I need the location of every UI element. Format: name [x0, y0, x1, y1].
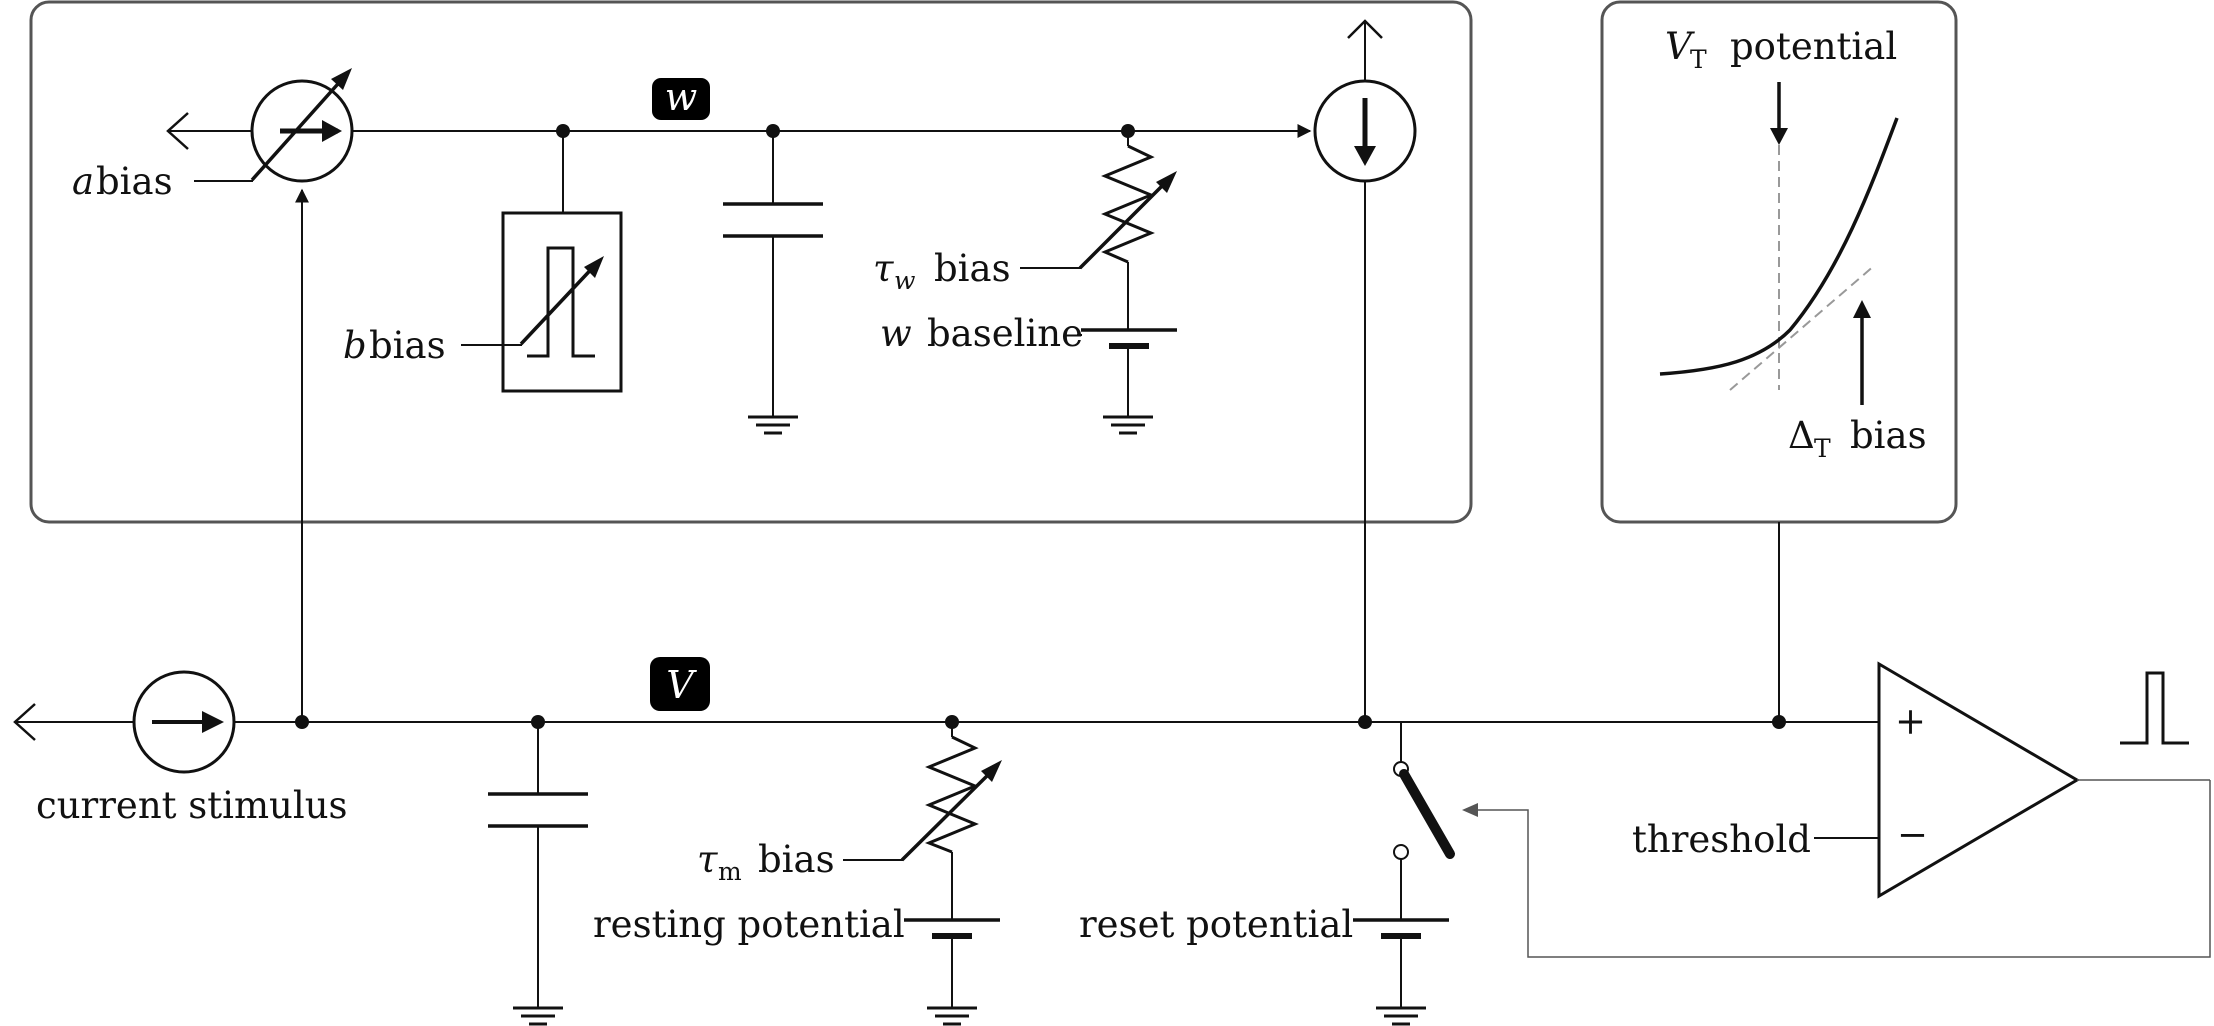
- vt-sub: T: [1690, 45, 1707, 74]
- exponential-curve-plot: [1659, 82, 1899, 405]
- v-node-wire: [13, 703, 1879, 741]
- comparator-plus-sign: +: [1895, 700, 1926, 743]
- reset-switch: [1393, 722, 1455, 920]
- resting-ground-icon: [927, 1006, 977, 1026]
- tau-w-bias-label: bias: [934, 247, 1011, 290]
- b-bias-element: [461, 131, 623, 393]
- threshold-comparator: [1462, 661, 2211, 958]
- delta-t-bias-label: bias: [1850, 414, 1927, 457]
- resting-potential-battery: [904, 918, 1000, 1008]
- w-node-tag: w: [652, 75, 710, 120]
- w-current-sink: [1313, 19, 1417, 722]
- w-junction-dots: [556, 124, 1135, 138]
- a-bias-label: bias: [96, 160, 173, 203]
- w-baseline-battery: [1077, 328, 1177, 417]
- tau-w-var: τ: [873, 247, 894, 290]
- w-baseline-var: w: [880, 312, 912, 355]
- output-spike-icon: [2120, 671, 2189, 745]
- vt-var: V: [1665, 25, 1695, 68]
- vt-potential-label: potential: [1730, 25, 1897, 68]
- reset-ground-icon: [1376, 1006, 1426, 1026]
- v-node-label: V: [666, 663, 697, 707]
- reset-potential-battery: [1353, 918, 1449, 1008]
- threshold-label: threshold: [1632, 818, 1811, 861]
- v-node-tag: V: [650, 657, 710, 711]
- reset-potential-label: reset potential: [1079, 903, 1353, 946]
- comparator-minus-sign: −: [1897, 813, 1928, 856]
- w-capacitor-ground-icon: [748, 415, 798, 435]
- w-node-label: w: [665, 75, 698, 119]
- tau-m-resistor: [843, 722, 1002, 920]
- w-baseline-ground-icon: [1103, 415, 1153, 435]
- membrane-capacitor: [488, 722, 588, 1008]
- current-stimulus-label: current stimulus: [36, 784, 348, 827]
- w-node-wire: [166, 112, 1312, 150]
- tau-m-var: τ: [697, 838, 718, 881]
- b-bias-label: bias: [369, 324, 446, 367]
- v-junction-dots: [295, 715, 1786, 729]
- a-bias-current-source: [194, 68, 354, 183]
- tau-m-sub: m: [718, 857, 742, 886]
- membrane-capacitor-ground-icon: [513, 1006, 563, 1026]
- delta-t-sub: T: [1814, 434, 1831, 463]
- adaptation-block-frame: [29, 0, 1473, 524]
- current-stimulus-source: [132, 670, 236, 774]
- tau-w-resistor: [1020, 131, 1177, 330]
- w-baseline-label: baseline: [927, 312, 1083, 355]
- delta-t-var: Δ: [1788, 414, 1815, 457]
- resting-potential-label: resting potential: [593, 903, 905, 946]
- a-bias-var: a: [72, 160, 94, 203]
- b-bias-var: b: [343, 324, 367, 367]
- tau-m-bias-label: bias: [758, 838, 835, 881]
- tau-w-sub: w: [894, 266, 915, 295]
- w-capacitor: [723, 131, 823, 417]
